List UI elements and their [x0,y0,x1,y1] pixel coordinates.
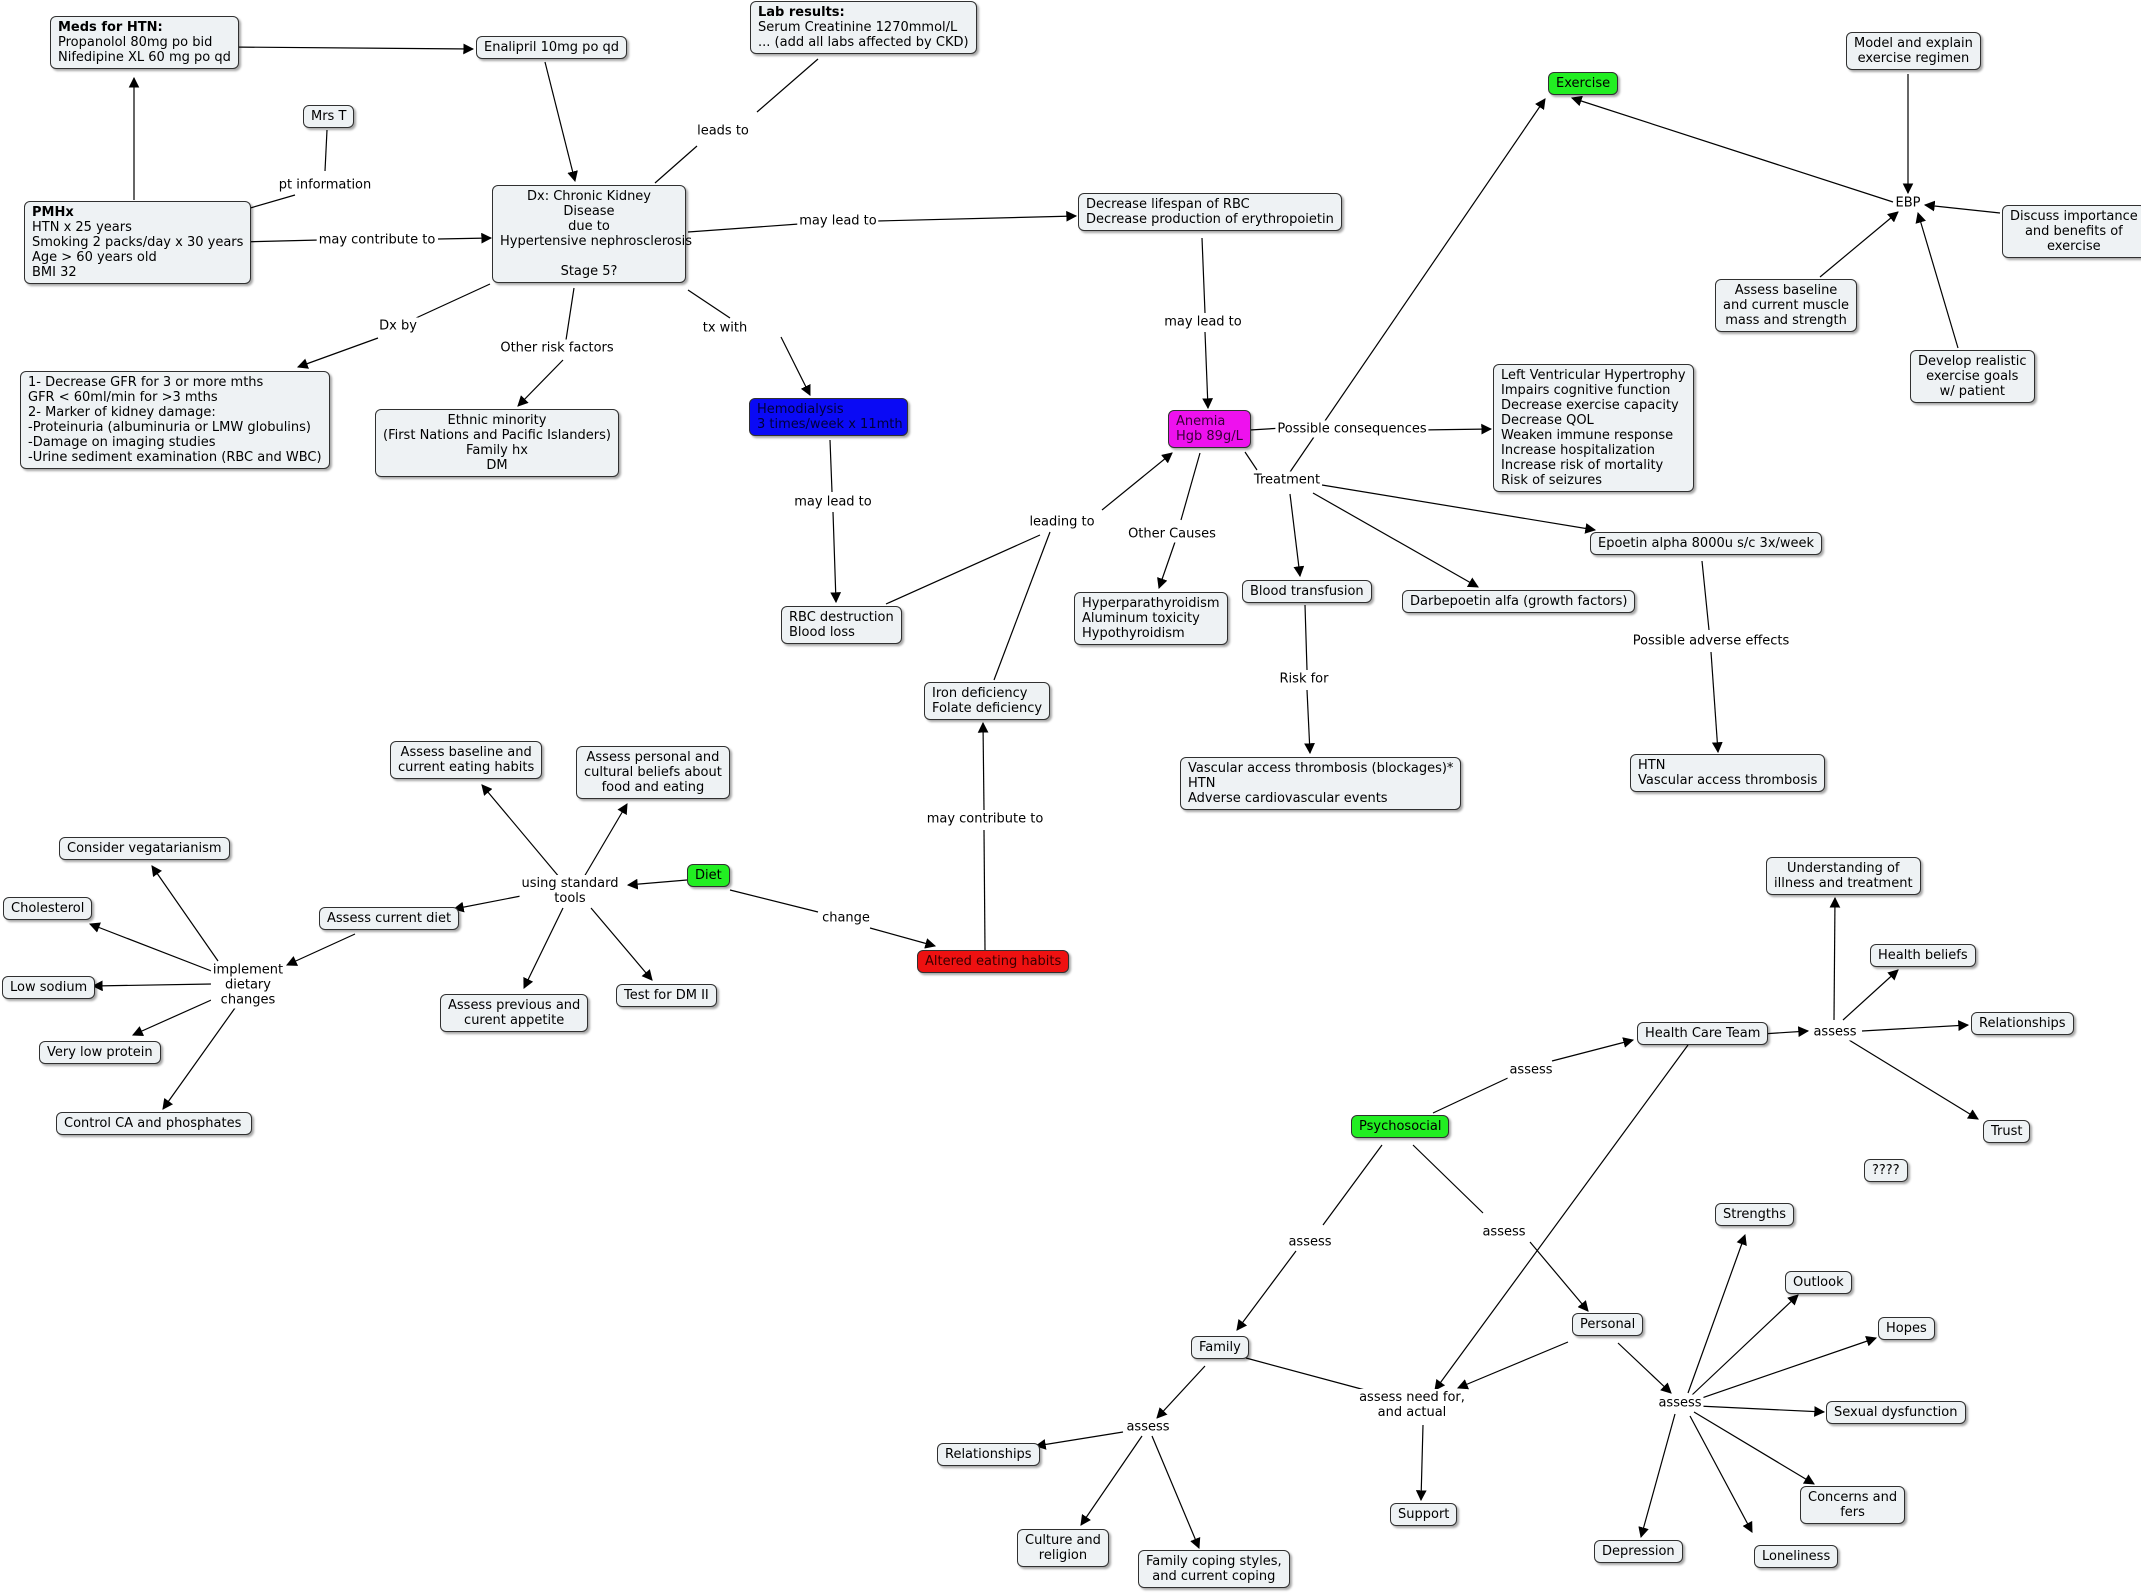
link-label-using-standard-tools: using standard tools [519,875,621,907]
relationships-left-node[interactable]: Relationships [937,1443,1040,1466]
exercise-goals-node[interactable]: Develop realistic exercise goals w/ pati… [1910,350,2035,403]
link-label-may-lead-to-anemia: may lead to [1162,313,1244,331]
link-label-ebp: EBP [1893,194,1923,212]
outlook-node[interactable]: Outlook [1785,1271,1852,1294]
vegetarianism-node[interactable]: Consider vegatarianism [59,837,230,860]
chronic-kidney-disease-node[interactable]: Dx: Chronic Kidney Disease due to Hypert… [492,185,692,283]
family-node[interactable]: Family [1191,1336,1249,1359]
link-label-risk-for: Risk for [1277,670,1331,688]
blood-transfusion-node[interactable]: Blood transfusion [1242,580,1372,603]
support-node[interactable]: Support [1390,1503,1458,1526]
cholesterol-node[interactable]: Cholesterol [3,897,93,920]
loneliness-node[interactable]: Loneliness [1754,1545,1839,1568]
psychosocial-node[interactable]: Psychosocial [1351,1115,1450,1138]
low-protein-node[interactable]: Very low protein [39,1041,161,1064]
model-exercise-node[interactable]: Model and explain exercise regimen [1846,32,1981,70]
control-ca-phosphates-node[interactable]: Control CA and phosphates [56,1112,252,1135]
gfr-criteria-node[interactable]: 1- Decrease GFR for 3 or more mths GFR <… [20,371,330,469]
relationships-right-node[interactable]: Relationships [1971,1012,2074,1035]
assess-current-diet-node[interactable]: Assess current diet [319,907,460,930]
low-sodium-node[interactable]: Low sodium [2,976,96,999]
link-label-may-lead-to-rbc-destruction: may lead to [792,493,874,511]
rbc-destruction-node[interactable]: RBC destruction Blood loss [781,606,902,644]
assess-food-beliefs-node[interactable]: Assess personal and cultural beliefs abo… [576,746,730,799]
vascular-thrombosis-node[interactable]: Vascular access thrombosis (blockages)* … [1180,757,1462,810]
assess-appetite-node[interactable]: Assess previous and curent appetite [440,994,589,1032]
link-label-may-contribute-iron: may contribute to [924,810,1046,828]
link-label-tx-with: tx with [700,319,750,337]
link-label-treatment: Treatment [1251,471,1323,489]
link-label-assess-need-for: assess need for, and actual [1357,1389,1467,1421]
anemia-consequences-node[interactable]: Left Ventricular Hypertrophy Impairs cog… [1493,364,1694,492]
discuss-exercise-node[interactable]: Discuss importance and benefits of exerc… [2002,205,2141,258]
sexual-dysfunction-node[interactable]: Sexual dysfunction [1826,1401,1966,1424]
hemodialysis-node[interactable]: Hemodialysis 3 times/week x 11mth [749,398,908,436]
link-label-assess-family-items: assess [1124,1418,1172,1436]
ethnic-risk-node[interactable]: Ethnic minority (First Nations and Pacif… [375,409,619,477]
mrs-t-node[interactable]: Mrs T [303,105,355,128]
pmhx-node[interactable]: PMHx HTN x 25 years Smoking 2 packs/day … [24,201,252,284]
test-dm2-node[interactable]: Test for DM II [616,984,717,1007]
link-label-pt-information: pt information [276,176,374,194]
enalapril-node[interactable]: Enalipril 10mg po qd [476,36,628,59]
health-care-team-node[interactable]: Health Care Team [1637,1022,1769,1045]
link-label-possible-consequences: Possible consequences [1275,420,1429,438]
strengths-node[interactable]: Strengths [1715,1203,1795,1226]
assess-eating-habits-node[interactable]: Assess baseline and current eating habit… [390,741,543,779]
hopes-node[interactable]: Hopes [1878,1317,1935,1340]
altered-eating-habits-node[interactable]: Altered eating habits [917,950,1070,973]
epoetin-node[interactable]: Epoetin alpha 8000u s/c 3x/week [1590,532,1823,555]
link-label-leads-to: leads to [695,122,751,140]
baseline-muscle-node[interactable]: Assess baseline and current muscle mass … [1715,279,1858,332]
health-beliefs-node[interactable]: Health beliefs [1870,944,1976,967]
iron-deficiency-node[interactable]: Iron deficiency Folate deficiency [924,682,1051,720]
link-label-other-causes: Other Causes [1126,525,1218,543]
link-label-assess-personal-items: assess [1656,1394,1704,1412]
understanding-illness-node[interactable]: Understanding of illness and treatment [1766,857,1921,895]
culture-religion-node[interactable]: Culture and religion [1017,1529,1109,1567]
rbc-lifespan-node[interactable]: Decrease lifespan of RBC Decrease produc… [1078,193,1342,231]
depression-node[interactable]: Depression [1594,1540,1683,1563]
anemia-node[interactable]: Anemia Hgb 89g/L [1168,410,1251,448]
link-label-may-lead-to-rbc: may lead to [797,212,879,230]
link-label-assess-hct: assess [1507,1061,1555,1079]
other-causes-node[interactable]: Hyperparathyroidism Aluminum toxicity Hy… [1074,592,1228,645]
trust-node[interactable]: Trust [1983,1120,2031,1143]
link-label-may-contribute: may contribute to [316,231,438,249]
link-label-dx-by: Dx by [377,317,419,335]
link-label-assess-family: assess [1286,1233,1334,1251]
link-label-assess-personal: assess [1480,1223,1528,1241]
link-label-leading-to: leading to [1027,513,1097,531]
exercise-node[interactable]: Exercise [1548,72,1619,95]
meds-for-htn-node[interactable]: Meds for HTN: Propanolol 80mg po bid Nif… [50,16,239,69]
personal-node[interactable]: Personal [1572,1313,1644,1336]
darbepoetin-node[interactable]: Darbepoetin alfa (growth factors) [1402,590,1636,613]
link-label-change: change [820,909,872,927]
link-label-possible-adverse-effects: Possible adverse effects [1630,632,1792,650]
adverse-effects-node[interactable]: HTN Vascular access thrombosis [1630,754,1826,792]
question-marks-node[interactable]: ???? [1864,1159,1908,1182]
link-label-assess-right: assess [1811,1023,1859,1041]
diet-node[interactable]: Diet [687,864,730,887]
family-coping-node[interactable]: Family coping styles, and current coping [1138,1550,1290,1588]
link-label-other-risk-factors: Other risk factors [498,339,616,357]
concerns-fears-node[interactable]: Concerns and fers [1800,1486,1906,1524]
link-label-implement-dietary-changes: implement dietary changes [210,961,286,1009]
lab-results-node[interactable]: Lab results: Serum Creatinine 1270mmol/L… [750,1,977,54]
